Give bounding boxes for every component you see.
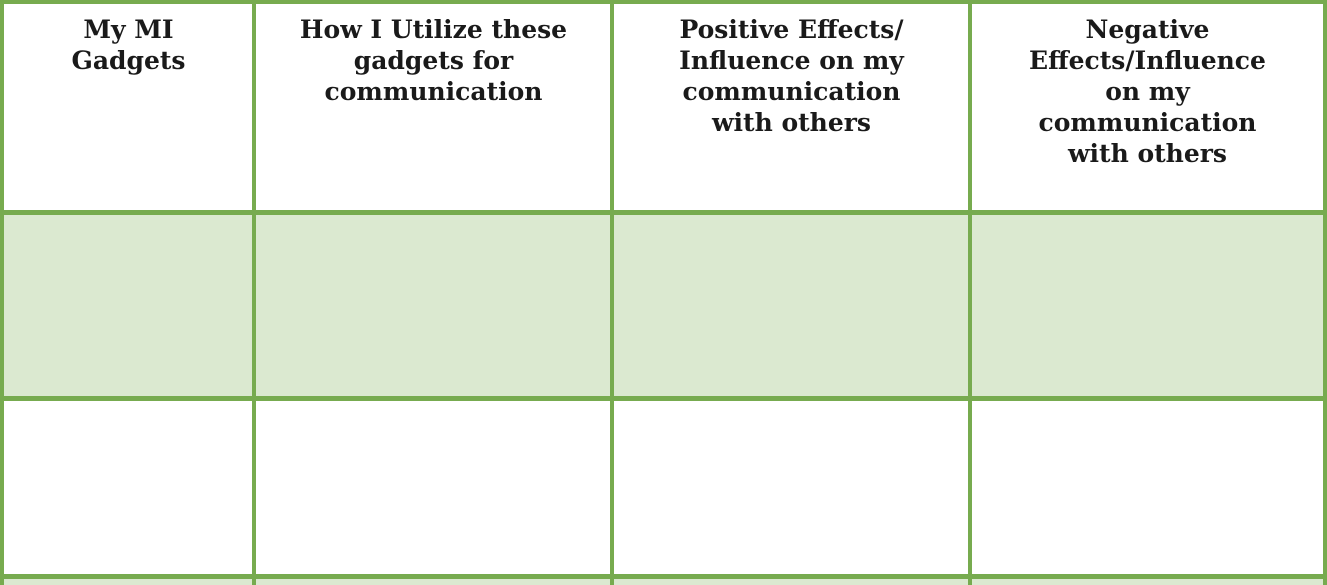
row-2-gadget-cell[interactable]	[4, 400, 253, 574]
row-2-utilize-cell[interactable]	[256, 400, 611, 574]
column-divider-2	[610, 0, 614, 585]
header-negative-effects: Negative Effects/Influence on my communi…	[1029, 15, 1266, 168]
shaded-row-1	[0, 212, 1327, 398]
row-1-negative-cell[interactable]	[972, 216, 1323, 396]
header-my-mi-gadgets: My MI Gadgets	[71, 15, 186, 75]
row-1-bottom-border	[0, 396, 1327, 401]
row-2-positive-cell[interactable]	[614, 400, 969, 574]
row-2-bottom-border	[0, 574, 1327, 579]
top-border	[0, 0, 1327, 4]
header-bottom-border	[0, 210, 1327, 215]
header-positive-effects: Positive Effects/ Influence on my commun…	[679, 15, 904, 137]
row-1-gadget-cell[interactable]	[4, 216, 253, 396]
left-border	[0, 0, 4, 585]
row-2-negative-cell[interactable]	[972, 400, 1323, 574]
row-1-utilize-cell[interactable]	[256, 216, 611, 396]
column-divider-1	[252, 0, 256, 585]
shaded-row-3	[0, 576, 1327, 585]
header-how-i-utilize: How I Utilize these gadgets for communic…	[299, 15, 568, 106]
column-divider-3	[968, 0, 972, 585]
row-1-positive-cell[interactable]	[614, 216, 969, 396]
right-border	[1323, 0, 1327, 585]
